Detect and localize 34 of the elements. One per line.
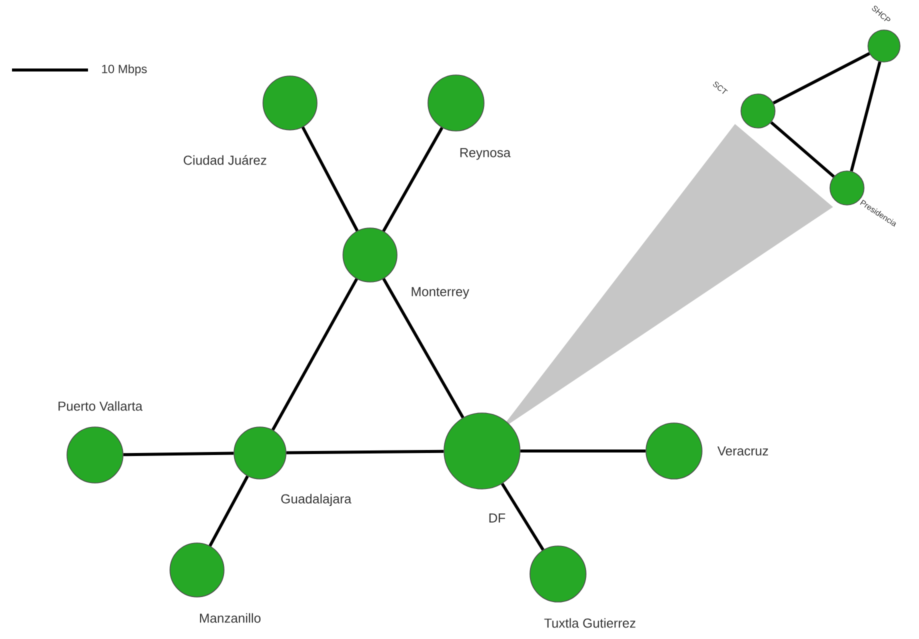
site-circle bbox=[170, 542, 224, 598]
link-line bbox=[286, 450, 444, 454]
link-line bbox=[770, 121, 835, 178]
link-line bbox=[382, 278, 464, 418]
site-circle bbox=[646, 422, 702, 480]
site-label: Monterrey bbox=[412, 287, 470, 299]
link-line bbox=[272, 278, 358, 431]
site-label: SCT bbox=[713, 82, 728, 94]
site-label: Veracruz bbox=[717, 446, 768, 456]
site-circle bbox=[234, 426, 286, 480]
site-circle bbox=[66, 426, 124, 484]
site-circle bbox=[740, 94, 776, 128]
link-line bbox=[850, 61, 882, 172]
link-line bbox=[772, 52, 870, 104]
site-circle bbox=[342, 228, 398, 282]
site-circle bbox=[428, 74, 484, 132]
link-line bbox=[382, 126, 444, 232]
site-circle bbox=[444, 412, 520, 490]
site-label: Puerto Vallarta bbox=[58, 401, 143, 411]
site-circle bbox=[530, 546, 586, 602]
link-line bbox=[520, 449, 646, 452]
link-line bbox=[208, 476, 249, 547]
legend-text: 10 Mbps bbox=[102, 64, 147, 76]
site-label: Ciudad Juárez bbox=[184, 155, 266, 165]
link-line bbox=[123, 452, 234, 456]
site-label: DF bbox=[489, 514, 506, 522]
site-label: Manzanillo bbox=[200, 613, 261, 623]
site-circle bbox=[868, 30, 900, 62]
site-label: Reynosa bbox=[460, 148, 511, 160]
link-line bbox=[500, 482, 544, 551]
site-label: Tuxtla Gutierrez bbox=[544, 618, 636, 628]
site-label: Guadalajara bbox=[281, 494, 352, 506]
link-line bbox=[301, 126, 359, 232]
site-circle bbox=[262, 76, 318, 130]
